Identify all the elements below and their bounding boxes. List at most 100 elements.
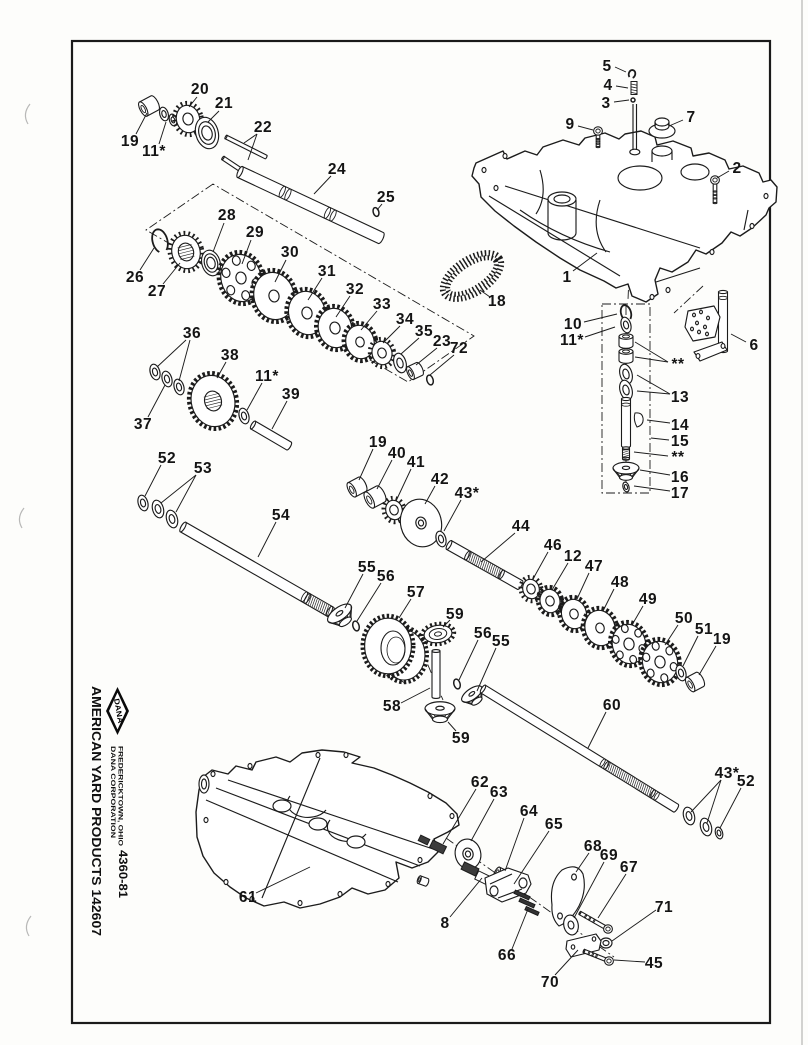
svg-text:41: 41 <box>407 454 425 471</box>
svg-text:54: 54 <box>272 507 290 524</box>
part-dashbox-input-shaft <box>601 303 651 494</box>
part-nut-71 <box>599 937 613 949</box>
svg-text:69: 69 <box>600 847 618 864</box>
callout-56: 56 <box>356 568 395 622</box>
svg-text:49: 49 <box>639 591 657 608</box>
part-clip-26 <box>151 228 169 253</box>
svg-text:9: 9 <box>565 116 574 133</box>
callout-19: 19 <box>121 112 148 150</box>
scan-artifact <box>18 507 25 529</box>
callout-61: 61 <box>239 866 311 906</box>
part-upper-housing-domes <box>617 148 710 191</box>
svg-text:67: 67 <box>620 859 638 876</box>
callout-10: 10 <box>564 313 618 333</box>
part-clip-25 <box>372 206 380 218</box>
part-key-62b <box>417 834 431 846</box>
svg-text:1: 1 <box>562 269 571 286</box>
callout-38: 38 <box>216 347 239 379</box>
callout-64: 64 <box>504 803 538 872</box>
part-washer-37a <box>149 363 161 381</box>
part-cross-shaft-58 <box>431 649 441 699</box>
callout-57: 57 <box>398 584 425 619</box>
svg-text:52: 52 <box>737 773 755 790</box>
callout-5: 5 <box>602 58 627 75</box>
part-upper-housing-boss <box>651 145 673 157</box>
part-bolt-45 <box>582 948 614 966</box>
callout-21: 21 <box>207 95 233 123</box>
callout-14: 14 <box>646 417 689 434</box>
svg-text:56: 56 <box>377 568 395 585</box>
callout-19: 19 <box>698 631 731 676</box>
part-brake-link-holes <box>695 343 726 359</box>
callout-55: 55 <box>476 633 510 692</box>
callout-68: 68 <box>575 838 602 873</box>
dana-logo-diamond-inner <box>109 692 126 730</box>
callout-69: 69 <box>573 847 618 919</box>
part-input-shaft-44 <box>445 539 524 590</box>
svg-text:22: 22 <box>254 119 272 136</box>
svg-text:26: 26 <box>126 269 144 286</box>
part-pinion-59a <box>419 621 457 647</box>
callout-4: 4 <box>603 77 629 94</box>
part-support-65-lines <box>489 873 523 899</box>
svg-text:61: 61 <box>239 889 257 906</box>
callout-15: 15 <box>650 433 689 450</box>
part-input-shaft-15 <box>620 396 632 449</box>
svg-text:70: 70 <box>541 974 559 991</box>
svg-text:20: 20 <box>191 81 209 98</box>
drawing-frame <box>70 39 772 1025</box>
svg-text:55: 55 <box>358 559 376 576</box>
callout-56: 56 <box>458 625 492 681</box>
svg-text:39: 39 <box>282 386 300 403</box>
part-bearing-cup-a <box>618 333 634 349</box>
svg-text:52: 52 <box>158 450 176 467</box>
callout-52: 52 <box>719 773 755 829</box>
callout-70: 70 <box>541 949 579 991</box>
svg-text:60: 60 <box>603 697 621 714</box>
part-gear-31 <box>284 286 330 340</box>
part-pin-66a <box>513 889 531 901</box>
svg-text:56: 56 <box>474 625 492 642</box>
part-washer-35 <box>393 352 407 374</box>
callout-71: 71 <box>611 899 673 942</box>
callout-28: 28 <box>212 207 236 253</box>
svg-text:**: ** <box>671 356 685 373</box>
part-ring-56b <box>452 678 462 690</box>
callout-37: 37 <box>134 384 166 433</box>
callout-12: 12 <box>551 548 582 591</box>
part-upper-housing-1-ribs <box>488 169 749 283</box>
part-bushing-8b <box>416 875 430 887</box>
part-bevel-gear-55 <box>326 603 353 628</box>
svg-text:34: 34 <box>396 311 414 328</box>
part-bevel-gear-59 <box>424 701 456 724</box>
svg-text:11*: 11* <box>255 368 279 385</box>
svg-text:7: 7 <box>686 109 695 126</box>
svg-text:71: 71 <box>655 899 673 916</box>
part-clip-10 <box>619 304 633 322</box>
part-bushing-40 <box>363 485 387 509</box>
part-clip-5 <box>627 69 637 79</box>
callout-32: 32 <box>335 281 364 318</box>
part-bearing-28 <box>200 249 222 277</box>
callout-52: 52 <box>144 450 176 497</box>
part-washer-11c <box>238 407 250 425</box>
callout-20: 20 <box>188 81 209 108</box>
svg-text:11*: 11* <box>560 332 584 349</box>
part-bearing-21 <box>194 116 220 150</box>
callout-67: 67 <box>597 859 638 919</box>
part-centerline-bracket <box>673 285 704 314</box>
callout-**: ** <box>634 341 685 373</box>
part-bushing-19d <box>684 671 706 693</box>
scan-artifact <box>24 103 31 125</box>
part-bracket-70-holes <box>570 936 597 950</box>
callout-7: 7 <box>668 109 695 127</box>
part-bushing-19c <box>346 476 368 498</box>
company-city: FREDERICKTOWN, OHIO <box>117 746 124 846</box>
part-key-62 <box>428 839 448 855</box>
svg-text:3: 3 <box>601 95 610 112</box>
svg-text:25: 25 <box>377 189 395 206</box>
callout-49: 49 <box>631 591 657 626</box>
svg-text:58: 58 <box>383 698 401 715</box>
svg-text:63: 63 <box>490 784 508 801</box>
part-gear-20 <box>172 100 204 138</box>
